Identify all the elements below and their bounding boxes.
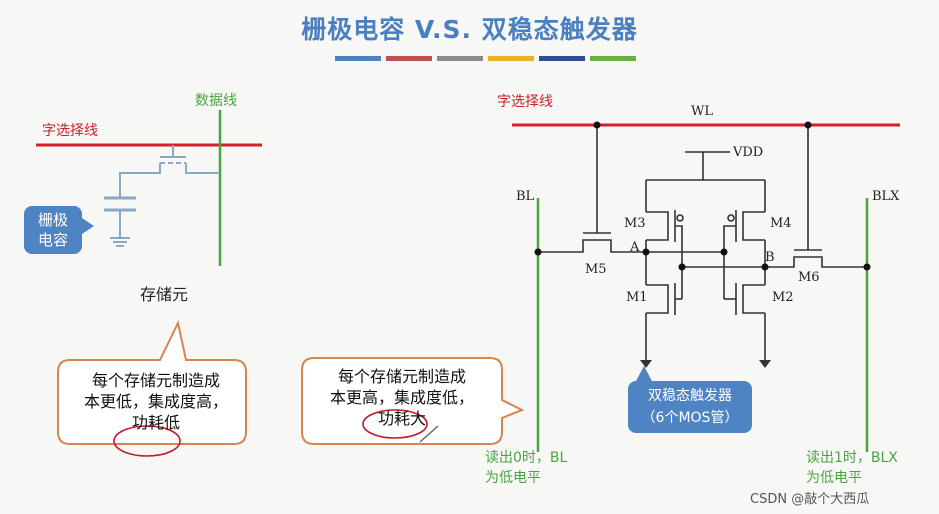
m2-channel bbox=[742, 284, 765, 314]
left-drain-wire bbox=[185, 163, 220, 174]
read0-note-line-2: 为低电平 bbox=[485, 470, 541, 486]
page-title: 栅极电容 V.S. 双稳态触发器 bbox=[301, 15, 638, 44]
ground-icon-right bbox=[759, 360, 771, 368]
sram-badge-line-1: 双稳态触发器 bbox=[648, 388, 732, 404]
left-callout-line-1: 每个存储元制造成 bbox=[91, 371, 220, 390]
node-b-label: B bbox=[765, 250, 775, 265]
sram-cell-diagram bbox=[301, 121, 900, 452]
pen-cursor-icon bbox=[419, 425, 439, 443]
m3-bubble bbox=[676, 214, 684, 222]
left-callout-line-2: 本更低，集成度高， bbox=[83, 392, 228, 411]
right-callout-line-1: 每个存储元制造成 bbox=[337, 367, 466, 386]
junction-blx bbox=[863, 263, 871, 271]
right-callout-text: 每个存储元制造成 本更高，集成度低， 功耗大 bbox=[302, 366, 502, 429]
right-red-circle bbox=[362, 409, 428, 439]
left-source-wire bbox=[119, 163, 161, 198]
read0-note: 读出0时，BL 为低电平 bbox=[485, 448, 567, 488]
node-a-dot bbox=[642, 248, 650, 256]
m1-label: M1 bbox=[626, 290, 648, 305]
dram-cell-diagram bbox=[36, 110, 262, 457]
m2-label: M2 bbox=[772, 290, 794, 305]
m4-channel bbox=[742, 211, 765, 241]
gate-cap-badge: 栅极 电容 bbox=[24, 206, 82, 254]
m4-bubble bbox=[727, 214, 735, 222]
title-bar-4 bbox=[488, 56, 534, 61]
m3-channel bbox=[646, 211, 669, 241]
junction-cross-b bbox=[678, 263, 686, 271]
gate-cap-badge-pointer bbox=[82, 218, 94, 234]
right-word-line-label: 字选择线 bbox=[497, 94, 553, 110]
left-callout-bubble bbox=[57, 319, 247, 445]
junction-bl bbox=[534, 248, 542, 256]
cross-wire-b bbox=[675, 225, 765, 268]
title-bar-6 bbox=[590, 56, 636, 61]
title-bar-3 bbox=[437, 56, 483, 61]
watermark: CSDN @敲个大西瓜 bbox=[750, 492, 870, 507]
node-b-dot bbox=[761, 263, 769, 271]
node-a-label: A bbox=[630, 240, 640, 255]
m6-label: M6 bbox=[798, 270, 820, 285]
m5-channel bbox=[538, 239, 646, 253]
read1-note: 读出1时，BLX 为低电平 bbox=[806, 448, 898, 488]
sram-badge: 双稳态触发器 （6个MOS管） bbox=[628, 381, 752, 433]
right-callout-line-2: 本更高，集成度低， bbox=[329, 388, 474, 407]
left-red-circle bbox=[113, 425, 181, 457]
wl-label: WL bbox=[691, 104, 713, 119]
right-callout-line-3: 功耗大 bbox=[377, 409, 426, 428]
cross-wire-a bbox=[646, 225, 736, 253]
title-bar-1 bbox=[335, 56, 381, 61]
junction-wl-m5 bbox=[593, 121, 601, 129]
right-callout-bubble bbox=[301, 357, 525, 445]
vdd-label: VDD bbox=[733, 145, 764, 160]
junction-cross-a bbox=[720, 248, 728, 256]
gate-cap-badge-line-1: 栅极 bbox=[37, 211, 68, 229]
sram-badge-pointer bbox=[636, 366, 652, 381]
bl-label: BL bbox=[516, 189, 535, 204]
junction-wl-m6 bbox=[804, 121, 812, 129]
read0-note-line-1: 读出0时，BL bbox=[485, 450, 568, 466]
m1-channel bbox=[646, 284, 669, 314]
title-bar-5 bbox=[539, 56, 585, 61]
left-callout-text: 每个存储元制造成 本更低，集成度高， 功耗低 bbox=[68, 370, 244, 433]
read1-note-line-1: 读出1时，BLX bbox=[806, 450, 898, 466]
m3-label: M3 bbox=[624, 216, 646, 231]
m6-channel bbox=[765, 256, 867, 268]
sram-badge-line-2: （6个MOS管） bbox=[641, 410, 739, 426]
left-callout-line-3: 功耗低 bbox=[131, 413, 180, 432]
left-data-line-label: 数据线 bbox=[195, 93, 237, 109]
ground-icon-left bbox=[640, 360, 652, 368]
m4-label: M4 bbox=[770, 216, 792, 231]
m5-label: M5 bbox=[585, 262, 607, 277]
blx-label: BLX bbox=[872, 189, 900, 204]
left-word-line-label: 字选择线 bbox=[42, 123, 98, 139]
read1-note-line-2: 为低电平 bbox=[806, 470, 862, 486]
title-bar-2 bbox=[386, 56, 432, 61]
cell-label: 存储元 bbox=[140, 285, 189, 304]
gate-cap-badge-line-2: 电容 bbox=[37, 231, 68, 249]
